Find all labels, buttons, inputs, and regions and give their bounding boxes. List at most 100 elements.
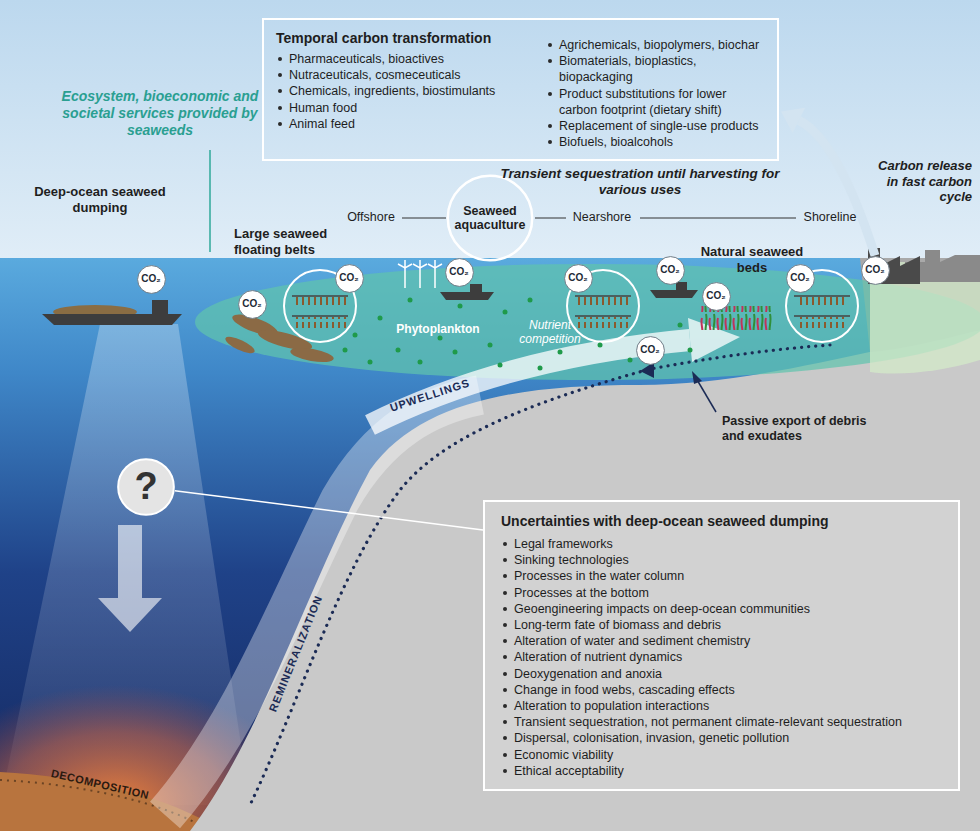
sky-part xyxy=(0,0,980,258)
natural-seaweed-beds-part xyxy=(700,306,772,330)
aquaculture-lines-part xyxy=(567,270,639,342)
scene-label: Large seaweed floating belts xyxy=(234,226,338,257)
connector xyxy=(781,108,875,256)
circle-shape xyxy=(448,176,532,260)
floating-belts-part xyxy=(223,334,256,357)
circle-shape xyxy=(656,256,684,284)
connector-line xyxy=(175,491,483,530)
circle-label: CO₂ xyxy=(790,272,809,284)
zone-lines-part xyxy=(640,218,796,219)
upwelling-arrow-part xyxy=(370,340,690,425)
bullet-item: Alteration of nutrient dynamics xyxy=(501,649,940,665)
phytoplankton-part xyxy=(353,333,358,338)
bullet-item: Economic viability xyxy=(501,747,940,763)
bullet-item: Replacement of single-use products xyxy=(546,118,761,134)
phytoplankton-part xyxy=(498,363,503,368)
columns: Temporal carbon transformationPharmaceut… xyxy=(276,29,765,150)
connector xyxy=(175,491,483,530)
bullet-item: Processes in the water column xyxy=(501,568,940,584)
wind-turbines-part xyxy=(419,268,421,288)
phytoplankton-part xyxy=(368,360,373,365)
aquaculture-lines-part-part xyxy=(292,295,348,296)
scene-label: Nutrient competition xyxy=(512,318,588,347)
ships-part xyxy=(470,284,482,292)
column: Temporal carbon transformationPharmaceut… xyxy=(276,29,538,150)
section-label: Ecosystem, bioeconomic and societal serv… xyxy=(60,88,260,138)
co2-circle: CO₂ xyxy=(702,282,731,311)
bullet-item: Deoxygenation and anoxia xyxy=(501,666,940,682)
callout-label: Passive export of debris and exudates xyxy=(722,414,872,444)
box-heading: Uncertainties with deep-ocean seaweed du… xyxy=(501,512,940,530)
phytoplankton-part xyxy=(488,343,493,348)
edge-label: Carbon release in fast carbon cycle xyxy=(872,158,972,205)
leader-line-part xyxy=(692,371,702,384)
products-box: Temporal carbon transformationPharmaceut… xyxy=(262,18,779,161)
aquaculture-lines-part xyxy=(786,270,858,342)
aquaculture-lines-part-part xyxy=(292,315,348,316)
leader-line-part xyxy=(696,378,716,412)
circle-shape xyxy=(238,290,266,318)
circle-shape xyxy=(786,264,814,292)
co2-circle: CO₂ xyxy=(861,256,890,285)
bullet-item: Biomaterials, bioplastics, biopackaging xyxy=(546,53,761,85)
bullet-item: Transient sequestration, not permanent c… xyxy=(501,714,940,730)
bullet-item: Alteration to population interactions xyxy=(501,698,940,714)
bullet-item: Geoengineering impacts on deep-ocean com… xyxy=(501,601,940,617)
circle-shape xyxy=(137,265,165,293)
circle-shape xyxy=(702,282,730,310)
circle-label: CO₂ xyxy=(706,290,725,302)
bullet-item: Ethical acceptability xyxy=(501,763,940,779)
phytoplankton-part xyxy=(418,360,423,365)
uncertainties-box: Uncertainties with deep-ocean seaweed du… xyxy=(483,500,960,791)
aquaculture-lines-part-part xyxy=(575,315,631,316)
box-heading: Temporal carbon transformation xyxy=(276,29,538,47)
column: Agrichemicals, biopolymers, biocharBioma… xyxy=(546,29,761,150)
circle-shape xyxy=(118,459,174,515)
wind-turbines-part xyxy=(398,260,412,268)
phytoplankton-part xyxy=(438,336,443,341)
aquaculture-lines-part-part xyxy=(575,295,631,296)
phytoplankton-part xyxy=(528,298,533,303)
aquaculture-lines-part xyxy=(294,317,346,328)
phytoplankton-part xyxy=(538,366,543,371)
sky xyxy=(0,0,980,258)
question-circle: ? xyxy=(117,458,175,516)
phytoplankton-part xyxy=(678,323,683,328)
phytoplankton-part xyxy=(343,348,348,353)
phytoplankton-part xyxy=(503,310,508,315)
co2-circle: CO₂ xyxy=(656,256,685,285)
wind-turbines-part xyxy=(434,268,436,288)
circle-label: CO₂ xyxy=(640,344,659,356)
co2-circle: CO₂ xyxy=(137,265,166,294)
scene-label: Deep-ocean seaweed dumping xyxy=(33,184,167,215)
aquaculture-lines-part xyxy=(796,297,848,308)
connector-path xyxy=(799,120,875,255)
phytoplankton-part xyxy=(408,298,413,303)
circle-shape xyxy=(564,264,592,292)
upwelling-arrow xyxy=(370,318,740,425)
ships-part xyxy=(440,292,494,300)
zone-label: Shoreline xyxy=(797,210,863,225)
aquaculture-lines-part xyxy=(294,297,346,308)
circle-shape xyxy=(861,256,889,284)
scene-label: Natural seaweed beds xyxy=(700,244,804,275)
bullet-item: Long-term fate of biomass and debris xyxy=(501,617,940,633)
dumping-beam-part xyxy=(98,525,162,632)
circle-shape xyxy=(335,264,363,292)
divider-line-part xyxy=(209,150,211,252)
floating-belts-part xyxy=(289,345,334,364)
bullet-item: Sinking technologies xyxy=(501,552,940,568)
phytoplankton-part xyxy=(396,348,401,353)
circle-label: CO₂ xyxy=(660,264,679,276)
phytoplankton-part xyxy=(453,350,458,355)
bullet-item: Biofuels, bioalcohols xyxy=(546,134,761,150)
divider-line xyxy=(210,150,211,252)
phytoplankton-part xyxy=(558,350,563,355)
wind-turbines-part xyxy=(428,260,442,268)
aquaculture-circle: Seaweed aquaculture xyxy=(446,174,534,262)
note-label: Transient sequestration until harvesting… xyxy=(490,166,790,198)
phytoplankton-part xyxy=(628,358,633,363)
circle-label: CO₂ xyxy=(568,272,587,284)
aquaculture-lines-part-part xyxy=(794,295,850,296)
circle-label: CO₂ xyxy=(141,273,160,285)
